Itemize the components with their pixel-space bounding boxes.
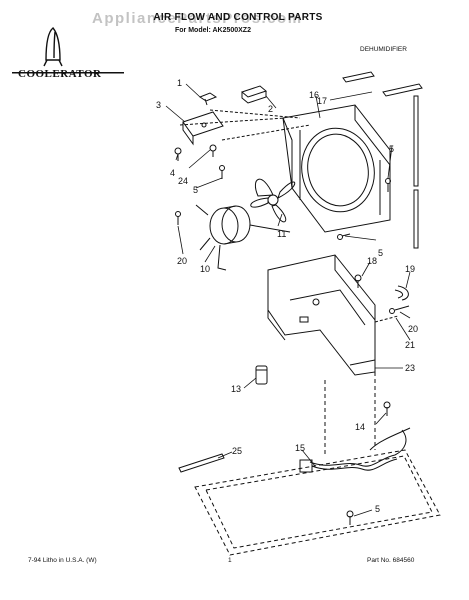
- callout-24: 24: [178, 176, 188, 186]
- callout-10: 10: [200, 264, 210, 274]
- callout-25: 25: [232, 446, 242, 456]
- part-screw-20b: [389, 305, 410, 314]
- callout-5-upper: 5: [193, 185, 198, 195]
- callout-20-left: 20: [177, 256, 187, 266]
- callout-20-right: 20: [408, 324, 418, 334]
- callout-5-bottom: 5: [375, 504, 380, 514]
- callout-14: 14: [355, 422, 365, 432]
- brand-logo: [12, 27, 124, 74]
- product-category: DEHUMIDIFIER: [360, 46, 407, 53]
- part-screw-5b: [385, 178, 391, 192]
- brand-name: COOLERATOR: [18, 68, 102, 80]
- footer-part-number: Part No. 684560: [367, 557, 415, 564]
- part-clip: [198, 92, 218, 106]
- callout-18: 18: [367, 256, 377, 266]
- callout-11: 11: [277, 229, 286, 239]
- callout-3: 3: [156, 100, 161, 110]
- part-screw-5a: [219, 165, 225, 179]
- part-fan-shroud: [282, 104, 391, 233]
- part-fan-blade: [250, 178, 296, 223]
- part-screw-20a: [175, 211, 181, 225]
- part-screw-5c: [337, 233, 351, 240]
- callout-5-lower: 5: [378, 248, 383, 258]
- part-screw-5d: [346, 510, 354, 525]
- callout-2: 2: [268, 104, 273, 114]
- part-wire-harness: [299, 427, 411, 473]
- part-control-switch: [240, 85, 268, 104]
- callout-21: 21: [405, 340, 415, 350]
- part-base-bracket: [267, 254, 376, 376]
- callout-15: 15: [295, 443, 305, 453]
- callout-19: 19: [405, 264, 415, 274]
- model-number: For Model: AK2500XZ2: [175, 27, 251, 34]
- callout-16: 16: [309, 90, 319, 100]
- part-fan-motor: [195, 204, 291, 271]
- part-screw-4: [209, 144, 217, 157]
- part-screw-18: [354, 274, 362, 288]
- callout-5-shroud: 5: [389, 144, 394, 154]
- part-wire-clip: [394, 285, 409, 301]
- footer-litho: 7-94 Litho in U.S.A. (W): [28, 557, 97, 564]
- part-relay: [255, 365, 268, 385]
- callout-23: 23: [405, 363, 415, 373]
- callout-1: 1: [177, 78, 182, 88]
- part-cable-tie: [178, 453, 225, 473]
- part-screw-14: [383, 401, 391, 416]
- watermark-text: AppliancePartsPros.com: [92, 10, 303, 27]
- callout-17: 17: [317, 96, 327, 106]
- callout-13: 13: [231, 384, 241, 394]
- footer-page-number: 1: [228, 557, 232, 564]
- base-pan-outline: [194, 372, 441, 556]
- part-gasket: [342, 71, 423, 249]
- page-title: AIR FLOW AND CONTROL PARTS: [153, 12, 323, 23]
- callout-4: 4: [170, 168, 175, 178]
- part-mounting-bracket: [182, 111, 224, 146]
